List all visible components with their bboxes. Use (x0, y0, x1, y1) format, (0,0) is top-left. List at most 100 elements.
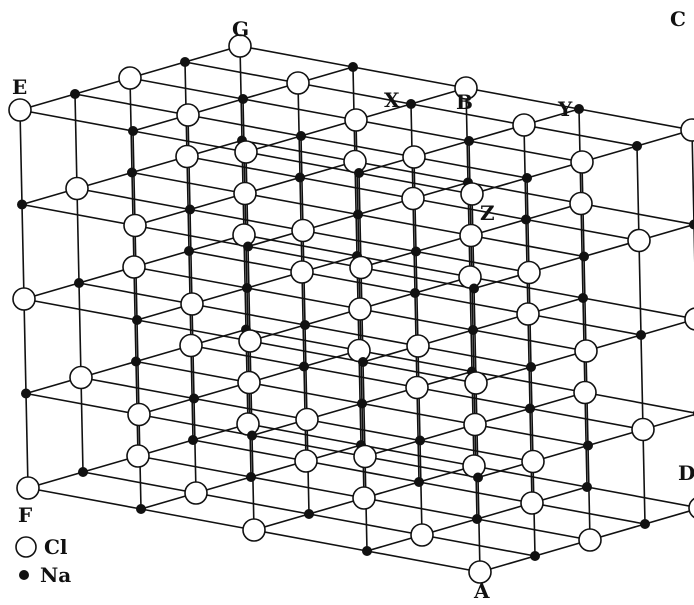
na-ion (300, 320, 310, 330)
bond-x (352, 66, 467, 89)
bond-x (78, 282, 193, 305)
cl-ion (237, 370, 261, 395)
cl-ion (459, 223, 483, 248)
cl-ion (410, 523, 434, 547)
bond-x (300, 135, 415, 158)
bond-x (410, 103, 525, 126)
bond-x (191, 303, 306, 326)
cl-ion (349, 255, 373, 280)
bond-y (636, 145, 640, 241)
bond-y (580, 203, 584, 299)
bond-x (358, 172, 473, 195)
cl-ion (126, 444, 150, 468)
cl-ion (570, 150, 594, 174)
label-b: B (456, 90, 473, 114)
bond-x (131, 171, 246, 195)
bond-x (578, 108, 693, 131)
bond-y (132, 130, 136, 226)
bond-y (239, 45, 243, 141)
na-ion (521, 214, 531, 225)
bond-x (245, 151, 360, 174)
cl-ion (401, 186, 425, 211)
bond-x (246, 287, 361, 310)
bond-y (473, 288, 477, 384)
na-ion (185, 204, 195, 215)
na-ion (525, 403, 535, 414)
bond-x (195, 492, 310, 515)
bond-y (300, 135, 304, 231)
bond-x (239, 45, 354, 68)
label-f: F (18, 503, 32, 527)
na-ion (348, 62, 358, 72)
bond-x (74, 93, 189, 116)
na-ion (131, 356, 141, 367)
cl-ion (295, 407, 319, 432)
bond-x (523, 124, 638, 147)
label-e: E (12, 75, 27, 99)
cl-ion (8, 98, 32, 122)
cl-ion (238, 329, 262, 353)
bond-y (297, 82, 301, 178)
bond-x (304, 324, 419, 347)
cl-ion (684, 307, 694, 331)
na-ion (414, 477, 424, 487)
bond-y (415, 251, 419, 347)
bond-x (527, 313, 642, 336)
na-ion (132, 315, 142, 325)
na-ion (188, 435, 198, 445)
na-ion (189, 393, 199, 404)
bond-y (642, 429, 646, 525)
bond-x (21, 203, 136, 227)
legend-cl-marker (15, 536, 37, 558)
label-g: G (232, 17, 249, 41)
na-ion (184, 246, 194, 256)
na-ion (354, 168, 364, 178)
bond-x (359, 308, 474, 331)
bond-y (74, 93, 78, 189)
bond-y (523, 124, 527, 220)
bond-x (308, 513, 423, 536)
bond-x (134, 224, 249, 248)
bond-x (19, 109, 134, 132)
na-ion (472, 514, 482, 524)
bond-x (584, 391, 694, 414)
cl-ion (460, 182, 484, 206)
bond-x (529, 407, 644, 431)
cl-ion (184, 481, 208, 505)
bond-x (360, 266, 475, 290)
na-ion (21, 388, 31, 399)
bond-x (140, 508, 255, 531)
na-ion (243, 241, 253, 252)
bond-x (476, 518, 591, 541)
bond-x (301, 271, 416, 294)
na-ion (468, 325, 478, 335)
cl-ion (294, 449, 318, 473)
bond-x (465, 87, 580, 110)
bond-x (531, 502, 646, 525)
bond-y (80, 377, 84, 473)
legend-na-label: Na (40, 563, 71, 587)
bond-y (358, 172, 362, 268)
bond-x (419, 439, 534, 463)
na-ion (583, 440, 593, 451)
na-ion (406, 99, 416, 109)
bond-x (137, 455, 252, 478)
na-ion (128, 126, 138, 136)
cl-ion (228, 34, 252, 58)
bond-x (580, 202, 694, 226)
na-ion (357, 398, 367, 409)
na-ion (70, 89, 80, 99)
cl-ion (517, 260, 541, 285)
cl-ion (352, 486, 376, 510)
na-ion (296, 131, 306, 141)
na-ion (246, 472, 256, 482)
bond-x (525, 218, 640, 242)
bond-x (244, 192, 359, 216)
na-ion (464, 136, 474, 146)
bond-x (357, 213, 472, 237)
bond-x (417, 345, 532, 368)
cl-ion (463, 412, 487, 437)
bond-x (416, 386, 531, 410)
cl-ion (348, 297, 372, 321)
